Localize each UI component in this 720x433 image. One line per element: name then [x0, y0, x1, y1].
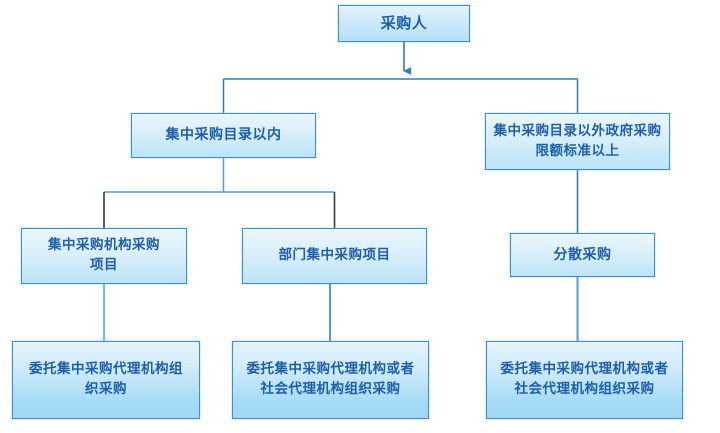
node-purchaser-label: 采购人 [380, 13, 428, 32]
node-entrust-central-or-social-agency-right-label: 委托集中采购代理机构或者 社会代理机构组织采购 [500, 361, 669, 397]
node-entrust-central-or-social-agency-mid[interactable]: 委托集中采购代理机构或者 社会代理机构组织采购 [232, 341, 429, 419]
node-outside-catalog-above-threshold[interactable]: 集中采购目录以外政府采购 限额标准以上 [485, 113, 670, 170]
node-outside-catalog-above-threshold-label: 集中采购目录以外政府采购 限额标准以上 [493, 122, 662, 159]
node-entrust-central-agency-label: 委托集中采购代理机构组 织采购 [29, 361, 183, 397]
node-decentralized-procurement-label: 分散采购 [553, 246, 612, 263]
node-entrust-central-or-social-agency-right[interactable]: 委托集中采购代理机构或者 社会代理机构组织采购 [486, 341, 683, 419]
node-decentralized-procurement[interactable]: 分散采购 [510, 233, 655, 277]
node-within-catalog[interactable]: 集中采购目录以内 [131, 113, 316, 158]
node-entrust-central-or-social-agency-mid-label: 委托集中采购代理机构或者 社会代理机构组织采购 [246, 361, 415, 397]
node-within-catalog-label: 集中采购目录以内 [165, 127, 282, 144]
node-department-central-project[interactable]: 部门集中采购项目 [242, 228, 427, 284]
node-purchaser[interactable]: 采购人 [338, 5, 470, 42]
node-central-agency-project[interactable]: 集中采购机构采购 项目 [21, 228, 187, 284]
node-entrust-central-agency[interactable]: 委托集中采购代理机构组 织采购 [12, 341, 200, 419]
node-central-agency-project-label: 集中采购机构采购 项目 [48, 237, 160, 273]
node-department-central-project-label: 部门集中采购项目 [278, 247, 391, 264]
